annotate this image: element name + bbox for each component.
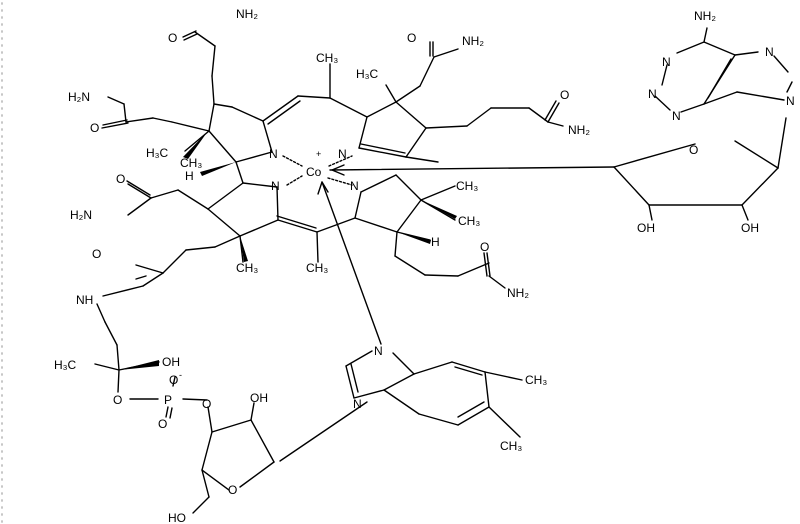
label-o-right-chain: O (560, 88, 569, 102)
label-h3c-top: H₃C (356, 67, 379, 81)
label-ch3-mid-left: CH₃ (236, 261, 258, 275)
label-o-amide-right: O (480, 240, 489, 254)
label-n-upper-right: N (338, 147, 347, 161)
label-h2n-left: H₂N (68, 90, 90, 104)
label-o-phos-minus: O (169, 373, 178, 387)
label-co: Co (306, 165, 322, 179)
bonds (94, 27, 793, 514)
label-h-right: H (431, 235, 440, 249)
label-nh2-amide-right: NH₂ (507, 286, 529, 300)
label-n-adenine-1: N (765, 45, 774, 59)
label-o-left: O (90, 121, 99, 135)
label-n-lower-right: N (350, 179, 359, 193)
label-ch3-bzim-2: CH₃ (500, 439, 522, 453)
label-h-left: H (185, 169, 194, 183)
label-n-bzim-bottom: N (353, 397, 362, 411)
label-o-link-left: O (113, 393, 122, 407)
label-nh2-right-chain: NH₂ (568, 123, 590, 137)
label-n-bzim-top: N (374, 344, 383, 358)
stereo-bonds (119, 131, 457, 370)
label-n-adenine-3: N (648, 87, 657, 101)
label-o-link-right: O (202, 397, 211, 411)
label-oh-ribose: OH (250, 391, 268, 405)
label-ho-ribose: HO (168, 511, 186, 524)
label-nh2-top-right: NH₂ (462, 34, 484, 48)
label-o-amide-left: O (92, 247, 101, 261)
label-o-ribose: O (228, 483, 237, 497)
label-n-adenine-2: N (662, 55, 671, 69)
label-ch3-left: CH₃ (180, 156, 202, 170)
label-ch3-mid: CH₃ (306, 261, 328, 275)
label-oh-sugar-right: OH (741, 221, 759, 235)
label-h2n-left-low: H₂N (70, 208, 92, 222)
label-o-top-right: O (407, 31, 416, 45)
label-oh-bottom: OH (162, 355, 180, 369)
label-o-left-low: O (116, 172, 125, 186)
label-ch3-right-2: CH₃ (458, 214, 480, 228)
label-n-adenine-4: N (672, 109, 681, 123)
label-co-charge: + (316, 149, 321, 159)
label-phos-minus: - (179, 370, 182, 380)
label-n-adenine-5: N (786, 94, 795, 108)
label-oh-sugar-left: OH (637, 221, 655, 235)
label-nh2-adenine: NH₂ (694, 9, 716, 23)
label-n-upper-left: N (269, 147, 278, 161)
scan-edge-noise (0, 0, 4, 524)
label-nh2-top: NH₂ (236, 7, 258, 21)
label-n-lower-left: N (271, 179, 280, 193)
label-ch3-top: CH₃ (316, 51, 338, 65)
label-nh: NH (76, 293, 93, 307)
label-o-sugar: O (689, 143, 698, 157)
label-ch3-right-1: CH₃ (456, 179, 478, 193)
label-o-top: O (168, 31, 177, 45)
label-h3c-left: H₃C (146, 146, 169, 160)
label-o-phos-double: O (158, 417, 167, 431)
label-p: P (164, 393, 172, 407)
label-ch3-bzim-1: CH₃ (525, 373, 547, 387)
atom-labels: NH₂ O CH₃ H₃C NH₂ O H₂N O O NH₂ H₃C CH₃ … (54, 7, 795, 524)
label-h3c-bottom: H₃C (54, 358, 77, 372)
